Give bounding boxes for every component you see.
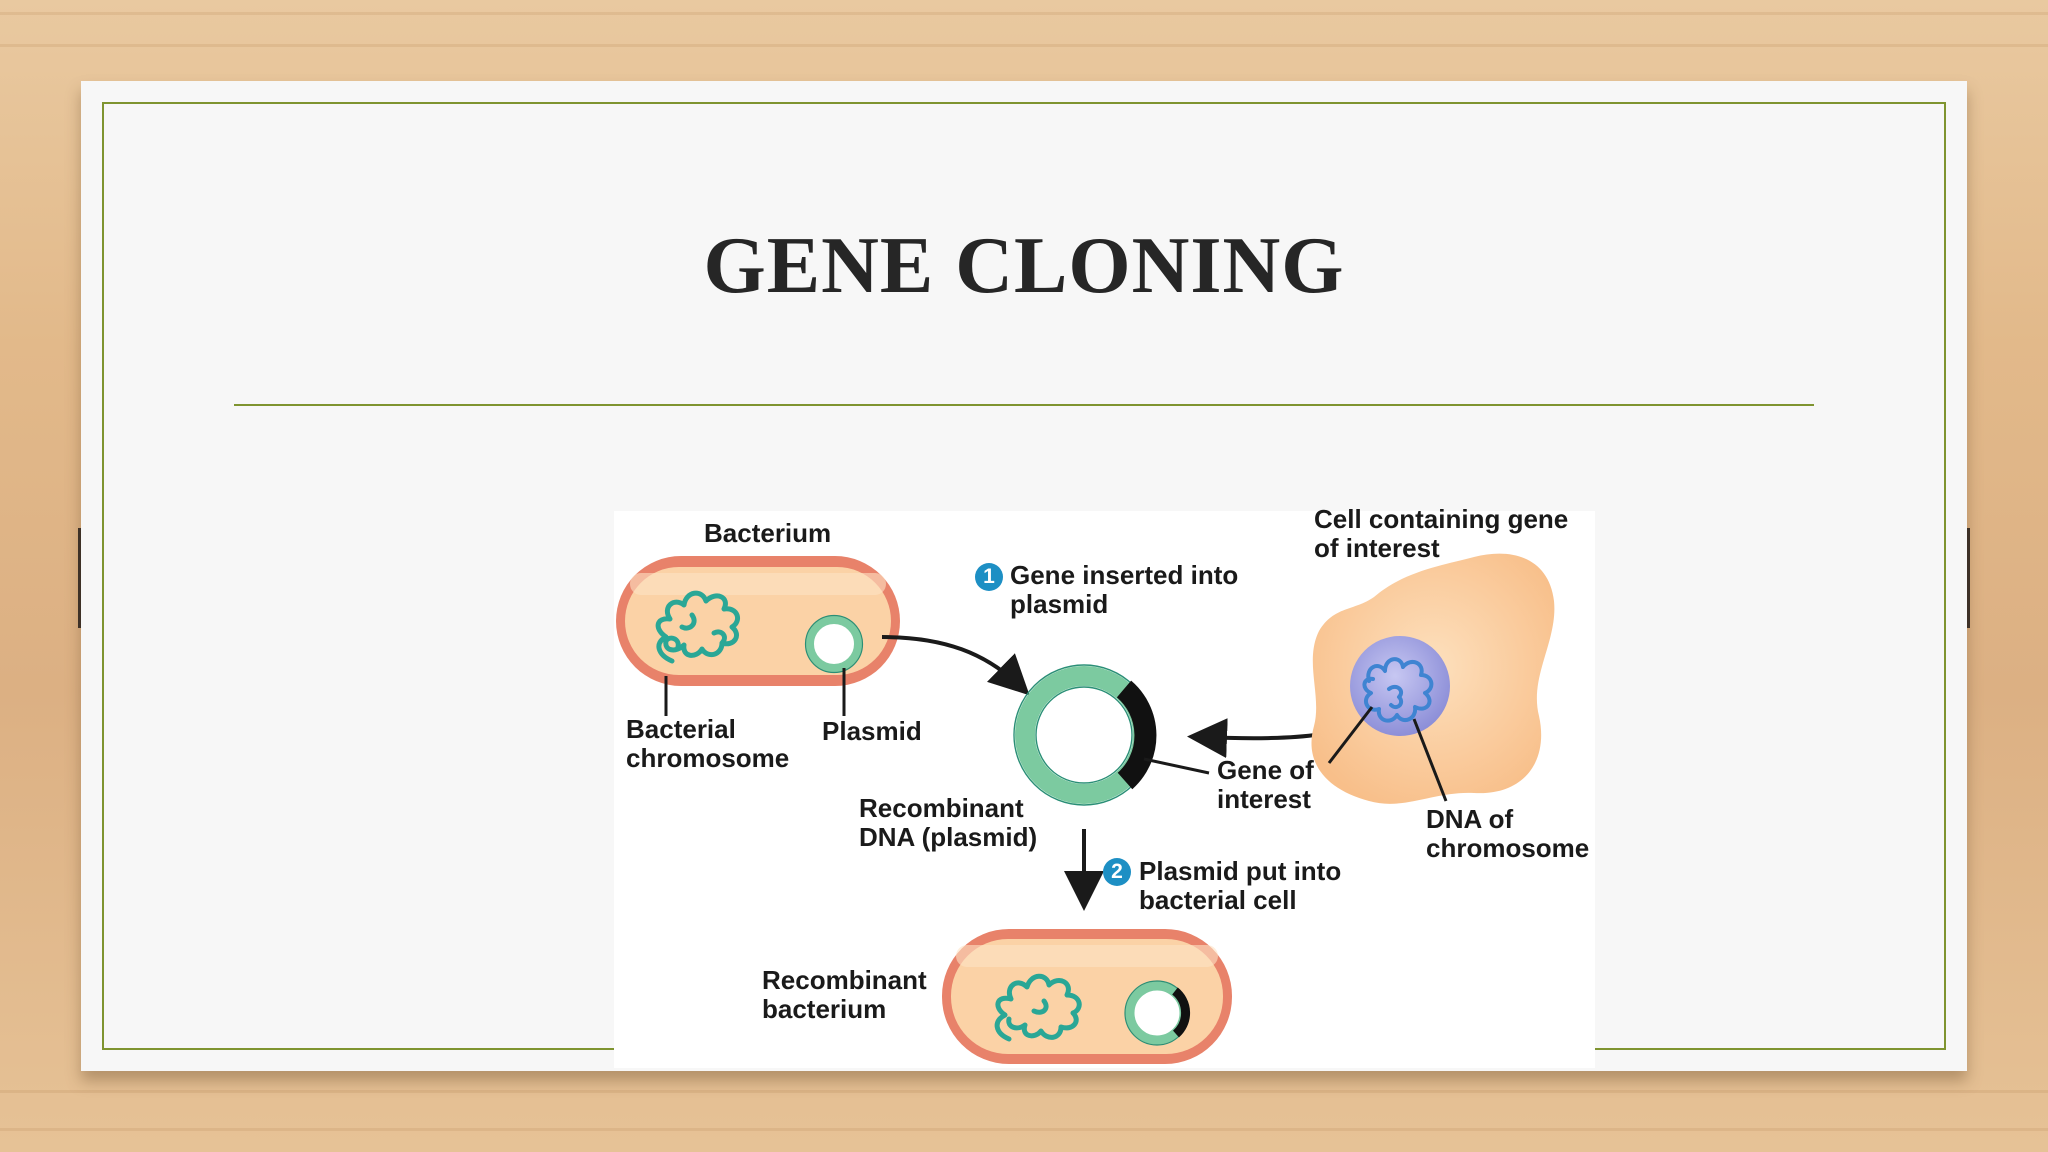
recombinant-bacterium-cell xyxy=(942,929,1232,1064)
recombinant-plasmid xyxy=(1013,664,1157,806)
label-bacterium: Bacterium xyxy=(704,518,832,548)
label-recombinant-bacterium: Recombinant bacterium xyxy=(762,965,927,1024)
step-2-badge: 2 xyxy=(1103,858,1131,886)
bacterial-chromosome-dna xyxy=(655,590,741,664)
plasmid-ring xyxy=(806,616,862,672)
label-gene-of-interest: Gene of interest xyxy=(1217,755,1314,814)
arrow-to-recombinant xyxy=(881,635,1030,696)
diagram-graphics xyxy=(616,553,1555,1064)
recombinant-bacterium-plasmid xyxy=(1124,980,1191,1046)
label-dna-of-chromosome: DNA of chromosome xyxy=(1426,804,1590,863)
slide-title: GENE CLONING xyxy=(703,222,1345,310)
label-plasmid: Plasmid xyxy=(822,716,922,746)
label-bacterial-chromosome: Bacterial chromosome xyxy=(626,714,790,773)
label-step-2: Plasmid put into bacterial cell xyxy=(1139,856,1342,915)
recombinant-bacterium-dna xyxy=(994,973,1082,1042)
label-recombinant-dna: Recombinant DNA (plasmid) xyxy=(859,793,1038,852)
chromosome-dna xyxy=(1362,657,1434,723)
gene-cloning-diagram: Bacterium Bacterial chromosome Plasmid 1… xyxy=(614,505,1595,1068)
title-divider xyxy=(234,404,1814,406)
slide: GENE CLONING xyxy=(81,81,1967,1071)
label-cell-containing-gene: Cell containing gene of interest xyxy=(1314,504,1569,563)
label-step-1: Gene inserted into plasmid xyxy=(1010,560,1239,619)
step-1-badge: 1 xyxy=(975,563,1003,591)
